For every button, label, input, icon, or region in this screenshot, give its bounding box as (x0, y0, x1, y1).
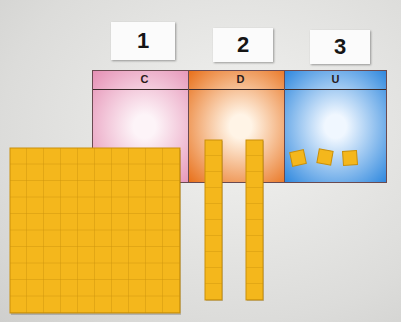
place-value-box: D (188, 70, 293, 183)
unit-cube (290, 149, 358, 166)
number-card: 3 (310, 30, 370, 64)
header-line (93, 89, 196, 90)
place-value-box: U (284, 70, 387, 183)
ten-rod (246, 140, 264, 301)
card-number: 2 (237, 32, 249, 58)
number-card: 2 (213, 28, 273, 62)
header-line (285, 89, 386, 90)
card-number: 3 (334, 34, 346, 60)
card-number: 1 (137, 28, 149, 54)
ten-rod (205, 140, 223, 301)
column-letter: D (189, 71, 292, 85)
number-card: 1 (111, 22, 175, 60)
hundred-flat (10, 148, 181, 315)
header-line (189, 89, 292, 90)
column-letter: U (285, 71, 386, 85)
column-letter: C (93, 71, 196, 85)
